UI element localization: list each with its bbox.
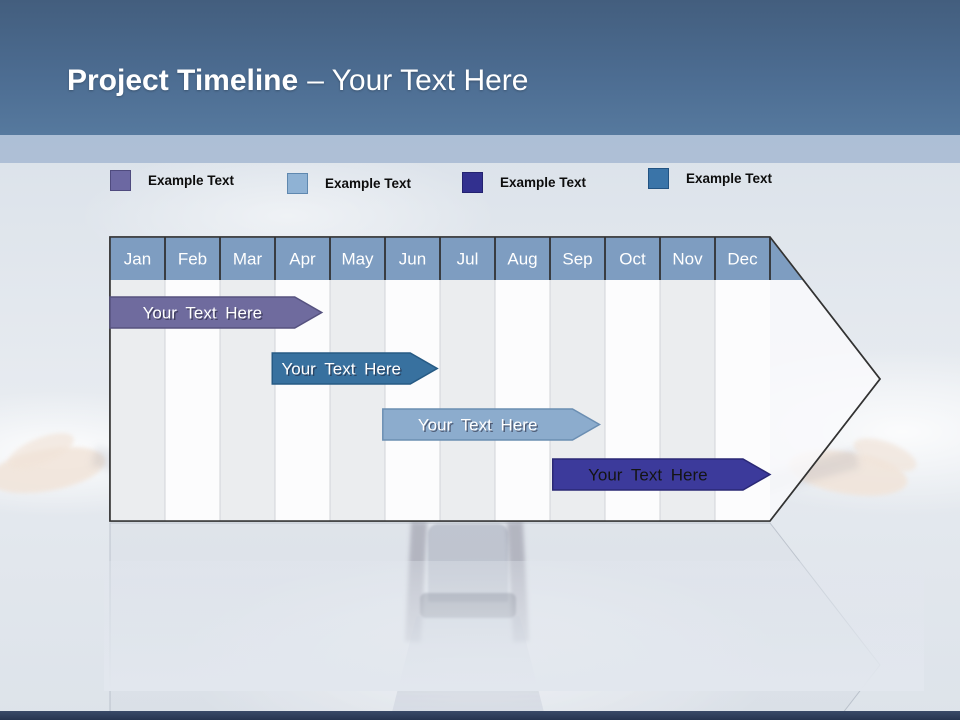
figure-hair: [404, 521, 428, 643]
figure-torso: [428, 524, 508, 602]
reflection-fade: [104, 561, 924, 691]
slide-title-bold: Project Timeline: [67, 64, 299, 97]
figure-hair: [506, 521, 530, 643]
figure-belt: [420, 593, 516, 618]
footer-bar: [0, 711, 960, 720]
legend-label: Example Text: [500, 174, 587, 190]
left-hand-image: [0, 439, 109, 501]
legend-item-2[interactable]: Example Text: [287, 170, 411, 196]
title-band: [0, 0, 960, 135]
slide-title-regular: – Your Text Here: [307, 64, 529, 97]
legend-label: Example Text: [325, 175, 412, 191]
slide-title[interactable]: Project Timeline– Your Text Here: [67, 62, 528, 100]
gantt-bar-3[interactable]: [382, 408, 602, 441]
subtitle-band: [0, 135, 960, 163]
legend-item-4[interactable]: Example Text: [648, 165, 772, 191]
legend-swatch-steelblue: [648, 167, 669, 189]
left-hand-image: [3, 425, 79, 477]
legend-swatch-lightblue: [287, 172, 308, 194]
legend-label: Example Text: [686, 170, 773, 186]
figure-skirt: [390, 616, 546, 720]
legend-label: Example Text: [148, 172, 235, 188]
legend-swatch-purple: [110, 169, 131, 191]
legend: Example Text Example Text Example Text E…: [0, 166, 960, 196]
timeline-reflection: [109, 522, 881, 720]
right-hand-image: [849, 431, 921, 479]
gantt-bar-1[interactable]: [109, 296, 324, 329]
legend-swatch-indigo: [462, 171, 483, 193]
gantt-bar-4[interactable]: [552, 458, 772, 491]
legend-item-3[interactable]: Example Text: [462, 169, 586, 195]
gantt-bar-2[interactable]: [271, 352, 439, 385]
legend-item-1[interactable]: Example Text: [110, 167, 234, 193]
